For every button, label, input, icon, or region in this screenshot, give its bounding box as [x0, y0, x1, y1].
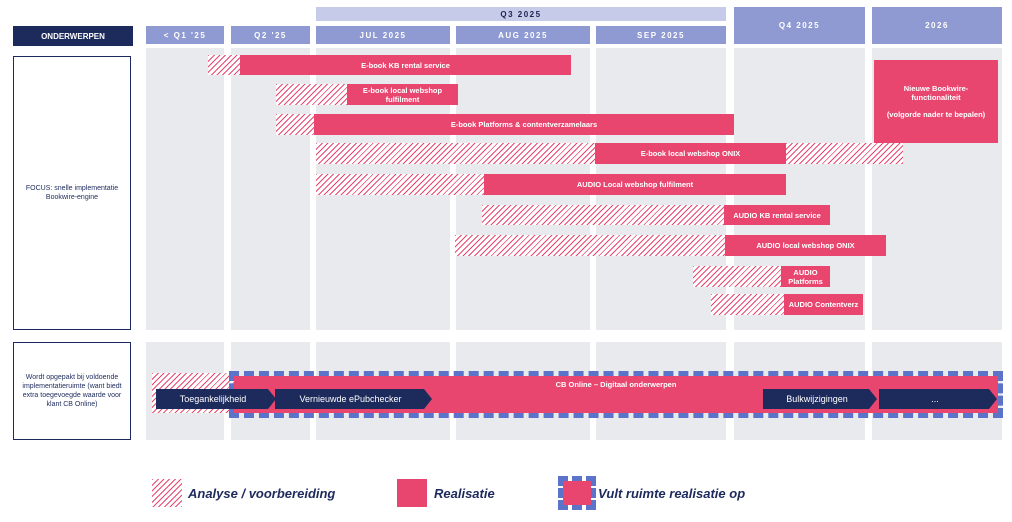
realisation-bar-local-onix: E-book local webshop ONIX: [595, 143, 786, 164]
row-label-other: Wordt opgepakt bij voldoende implementat…: [13, 342, 131, 440]
legend-hatch-swatch: [152, 479, 182, 507]
y2026-header: 2026: [872, 7, 1002, 44]
jul-header: JUL 2025: [316, 26, 450, 44]
arrow-more: ...: [879, 389, 997, 409]
analysis-bar: [711, 294, 784, 315]
arrow-bulkwijzigingen: Bulkwijzigingen: [763, 389, 877, 409]
realisation-bar-local-fulfilment: E-book local webshop fulfilment: [347, 84, 458, 105]
new-bookwire-block: Nieuwe Bookwire-functionaliteit (volgord…: [874, 60, 998, 143]
analysis-bar: [276, 114, 314, 135]
arrow-toegankelijkheid: Toegankelijkheid: [156, 389, 276, 409]
realisation-bar-audio-kb: AUDIO KB rental service: [724, 205, 830, 225]
realisation-bar-platforms: E-book Platforms & contentverzamelaars: [314, 114, 734, 135]
topics-header: ONDERWERPEN: [13, 26, 133, 46]
analysis-bar: [482, 205, 724, 225]
realisation-bar-audio-platforms: AUDIO Platforms: [781, 266, 830, 287]
analysis-bar: [693, 266, 781, 287]
legend-fill-swatch: [563, 481, 591, 505]
new-bookwire-note: (volgorde nader te bepalen): [886, 110, 986, 119]
realisation-bar-audio-fulfilment: AUDIO Local webshop fulfilment: [484, 174, 786, 195]
aug-header: AUG 2025: [456, 26, 590, 44]
row-label-focus: FOCUS: snelle implementatie Bookwire-eng…: [13, 56, 131, 330]
analysis-bar: [208, 55, 240, 75]
legend-hatch-label: Analyse / voorbereiding: [188, 485, 336, 501]
arrow-epubchecker: Vernieuwde ePubchecker: [275, 389, 432, 409]
column-bg: [146, 48, 224, 330]
realisation-bar-audio-content: AUDIO Contentverz: [784, 294, 863, 315]
legend-fill-label: Vult ruimte realisatie op: [598, 485, 746, 501]
q1-header: < Q1 '25: [146, 26, 224, 44]
legend-solid-swatch: [397, 479, 427, 507]
new-bookwire-title: Nieuwe Bookwire-functionaliteit: [903, 84, 969, 102]
q4-header: Q4 2025: [734, 7, 865, 44]
sep-header: SEP 2025: [596, 26, 726, 44]
legend-fill-swatch-border: [558, 476, 596, 510]
legend-solid-label: Realisatie: [434, 485, 495, 501]
analysis-bar: [276, 84, 347, 105]
analysis-bar: [316, 143, 595, 164]
realisation-bar-audio-onix: AUDIO local webshop ONIX: [725, 235, 886, 256]
q2-header: Q2 '25: [231, 26, 310, 44]
analysis-bar: [455, 235, 725, 256]
analysis-bar: [316, 174, 484, 195]
analysis-bar: [786, 143, 903, 164]
realisation-bar-kb-rental: E-book KB rental service: [240, 55, 571, 75]
q3-header: Q3 2025: [316, 7, 726, 21]
